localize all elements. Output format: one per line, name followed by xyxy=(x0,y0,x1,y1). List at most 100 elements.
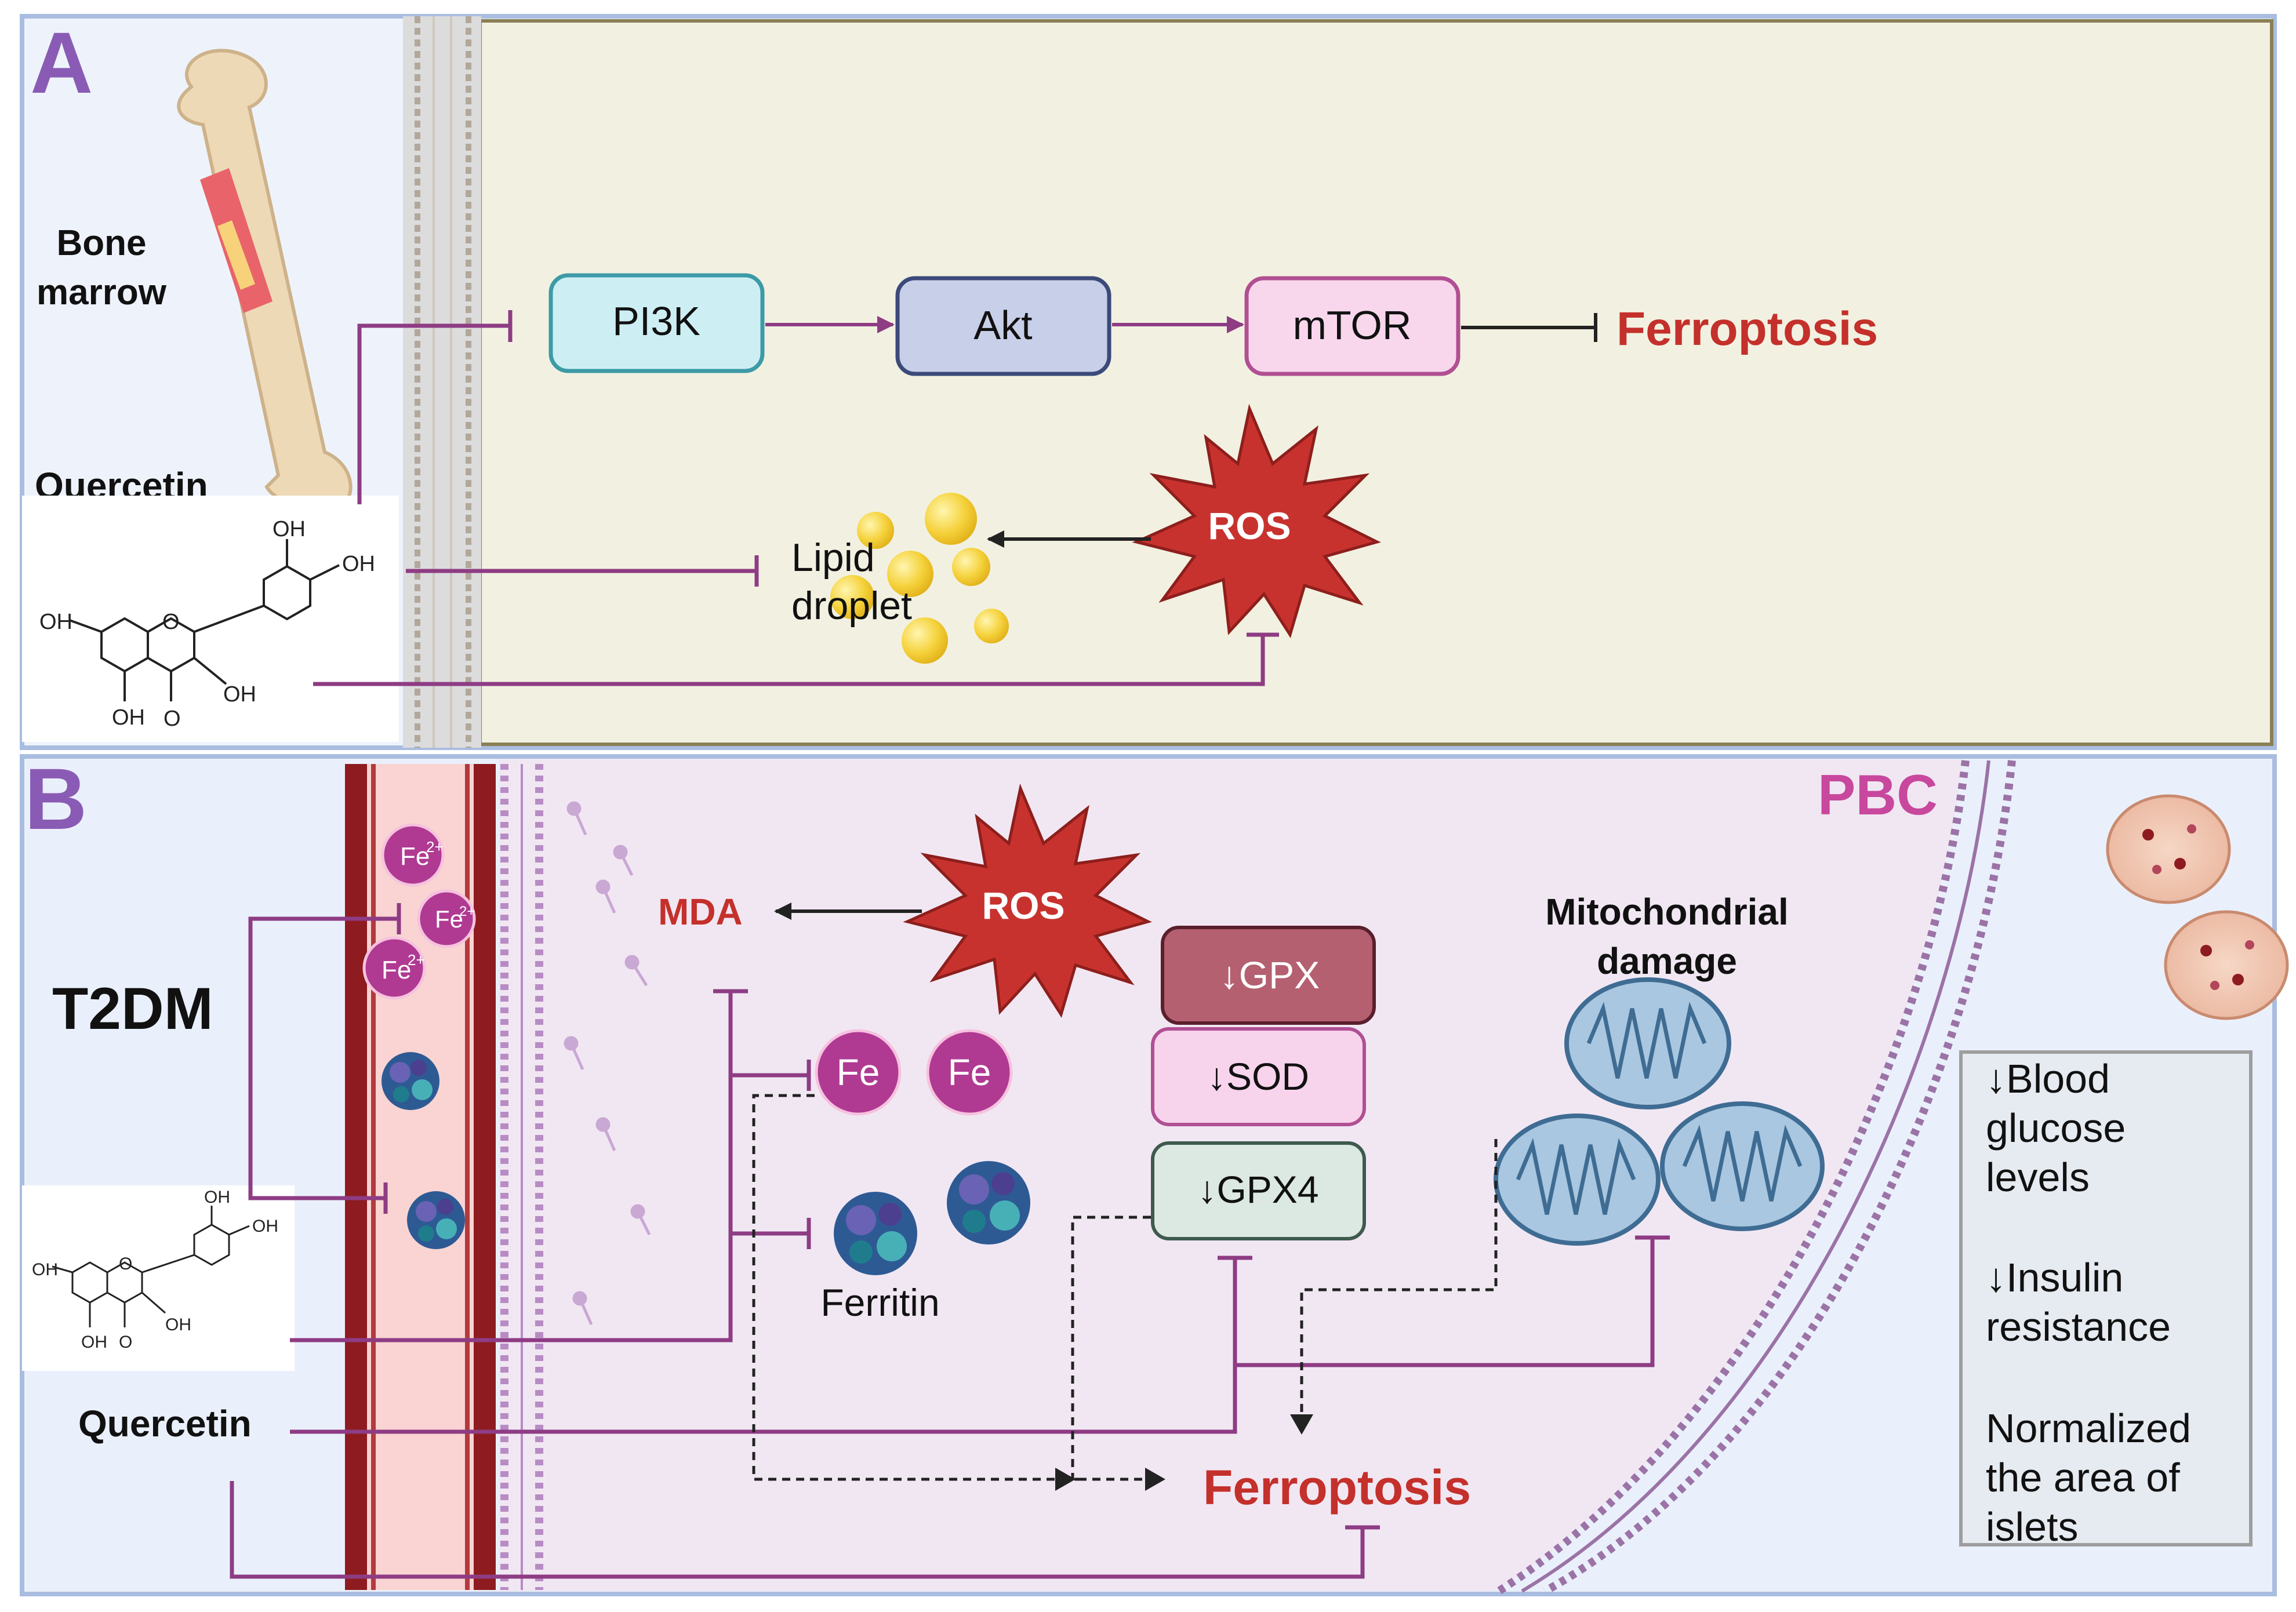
dashed-arrowhead-2 xyxy=(1145,1468,1165,1491)
cell-membrane-a xyxy=(403,16,481,748)
fe2-ion-2: Fe 2+ xyxy=(417,889,476,948)
ferritin-icon-1 xyxy=(834,1192,917,1275)
molecule-b-oh-5: OH xyxy=(252,1217,278,1236)
effect-blood-glucose-line2: glucose xyxy=(1986,1105,2126,1151)
mitochondrial-damage-label-line2: damage xyxy=(1597,940,1737,982)
fe2-symbol-2: Fe xyxy=(435,905,463,933)
mitochondrion-icon-1 xyxy=(1564,977,1731,1109)
ferritin-icon-vessel-1 xyxy=(382,1052,439,1110)
molecule-a-carbonyl-o: O xyxy=(164,707,181,731)
fe2-ion-1: Fe 2+ xyxy=(381,823,445,887)
islet-icon-2 xyxy=(2164,910,2289,1020)
molecule-b-oh-1: OH xyxy=(32,1260,58,1279)
fe2-symbol-3: Fe xyxy=(382,956,411,984)
molecule-b-oh-3: OH xyxy=(165,1315,191,1334)
effect-blood-glucose-line3: levels xyxy=(1986,1155,2090,1200)
quercetin-structure-a xyxy=(69,539,340,701)
ros-burst-a xyxy=(1132,403,1381,638)
quercetin-inhibits-ferroptosis-b xyxy=(230,1481,1380,1579)
ferroptosis-label-a: Ferroptosis xyxy=(1616,303,1878,355)
fe-ion-1: Fe xyxy=(815,1029,902,1116)
molecule-b-oh-4: OH xyxy=(204,1188,230,1207)
fe2-charge-3: 2+ xyxy=(408,951,425,969)
molecule-b-oh-2: OH xyxy=(81,1333,107,1352)
ros-label-a: ROS xyxy=(1208,504,1291,547)
quercetin-inhibits-gpx4-and-mitochondria xyxy=(290,1235,1670,1434)
fe-label-1: Fe xyxy=(837,1051,880,1093)
quercetin-molecule-a-bg xyxy=(22,496,399,742)
fe2-charge-2: 2+ xyxy=(459,904,475,919)
mitochondrion-icon-3 xyxy=(1660,1101,1825,1231)
effect-islets-line2: the area of xyxy=(1986,1455,2180,1500)
lipid-droplets-icon xyxy=(830,493,1009,664)
molecule-a-oh-5: OH xyxy=(342,552,375,576)
ferritin-icon-2 xyxy=(947,1161,1030,1245)
ros-burst-b xyxy=(903,783,1152,1018)
bone-icon xyxy=(177,49,353,515)
ferritin-icon-vessel-2 xyxy=(407,1191,465,1249)
sod-box: ↓SOD xyxy=(1151,1027,1366,1126)
bone-marrow-label-line1: Bone xyxy=(57,223,147,263)
lipid-droplet-label-line2: droplet xyxy=(791,584,912,628)
quercetin-label-b: Quercetin xyxy=(78,1403,252,1444)
effect-blood-glucose-line1: ↓Blood xyxy=(1986,1056,2110,1101)
effect-insulin-line1: ↓Insulin xyxy=(1986,1255,2123,1300)
quercetin-inhibits-pi3k xyxy=(357,310,513,504)
curved-membrane-b xyxy=(1496,760,2016,1595)
effect-insulin-line2: resistance xyxy=(1986,1304,2171,1349)
molecule-b-carbonyl-o: O xyxy=(119,1333,132,1352)
gpx4-box: ↓GPX4 xyxy=(1151,1141,1366,1240)
fe-ion-2: Fe xyxy=(926,1029,1013,1116)
mtor-inhibits-ferroptosis xyxy=(1461,313,1597,342)
gpx-label: ↓GPX xyxy=(1220,954,1320,996)
quercetin-inhibits-lipid-droplet xyxy=(406,555,759,587)
panel-a: A Bone marrow Quercetin OH OH O OH O xyxy=(20,14,2277,750)
ros-label-b: ROS xyxy=(982,884,1065,927)
mtor-node: mTOR xyxy=(1244,276,1461,376)
molecule-a-oh-3: OH xyxy=(223,682,256,707)
ferroptosis-label-b: Ferroptosis xyxy=(1203,1460,1471,1515)
dashed-arrowhead-3 xyxy=(1290,1414,1313,1435)
blood-vessel xyxy=(345,764,496,1590)
quercetin-inhibits-mda-fe-ferritin xyxy=(290,989,811,1342)
panel-b: B T2DM PBC Fe 2+ Fe 2+ Fe 2+ xyxy=(20,750,2289,1596)
lipid-droplet-label-line1: Lipid xyxy=(791,536,875,580)
molecule-b-ring-o: O xyxy=(119,1254,132,1273)
bone-marrow-label-line2: marrow xyxy=(37,272,167,312)
gpx-box: ↓GPX xyxy=(1161,926,1376,1025)
effect-islets-line1: Normalized xyxy=(1986,1406,2191,1451)
fe-label-2: Fe xyxy=(948,1051,991,1093)
cell-a-interior xyxy=(478,19,2273,746)
quercetin-structure-b xyxy=(52,1206,250,1327)
gpx4-label: ↓GPX4 xyxy=(1197,1168,1318,1211)
quercetin-molecule-b-bg xyxy=(22,1185,295,1371)
fe2-symbol-1: Fe xyxy=(400,842,430,871)
cell-membrane-b xyxy=(500,764,543,1590)
mtor-label: mTOR xyxy=(1293,303,1412,348)
islet-icon-1 xyxy=(2106,794,2231,904)
fe2-charge-1: 2+ xyxy=(426,838,444,856)
dashed-arrowhead-1 xyxy=(1055,1468,1076,1491)
panel-a-label: A xyxy=(30,14,93,111)
akt-node: Akt xyxy=(895,276,1111,376)
panel-b-label: B xyxy=(24,750,87,847)
quercetin-inhibits-fe2-uptake xyxy=(248,903,401,1214)
ferritin-label: Ferritin xyxy=(820,1281,939,1324)
mitochondrion-icon-2 xyxy=(1494,1114,1661,1246)
dashed-paths-to-ferroptosis xyxy=(752,1094,1498,1481)
pbc-label: PBC xyxy=(1818,763,1938,827)
pi3k-node: PI3K xyxy=(548,273,765,373)
fe2-ion-3: Fe 2+ xyxy=(362,936,426,1000)
mda-label: MDA xyxy=(658,891,743,933)
effects-box: ↓Blood glucose levels ↓Insulin resistanc… xyxy=(1959,1050,2253,1549)
molecule-a-oh-4: OH xyxy=(273,517,306,541)
t2dm-label: T2DM xyxy=(52,976,213,1042)
molecule-a-oh-1: OH xyxy=(39,610,72,634)
quercetin-inhibits-ros-a xyxy=(313,632,1279,686)
mitochondrial-damage-label-line1: Mitochondrial xyxy=(1545,891,1789,933)
effect-islets-line3: islets xyxy=(1986,1504,2078,1549)
sod-label: ↓SOD xyxy=(1207,1055,1309,1098)
pi3k-label: PI3K xyxy=(612,299,700,344)
akt-label: Akt xyxy=(973,303,1032,348)
